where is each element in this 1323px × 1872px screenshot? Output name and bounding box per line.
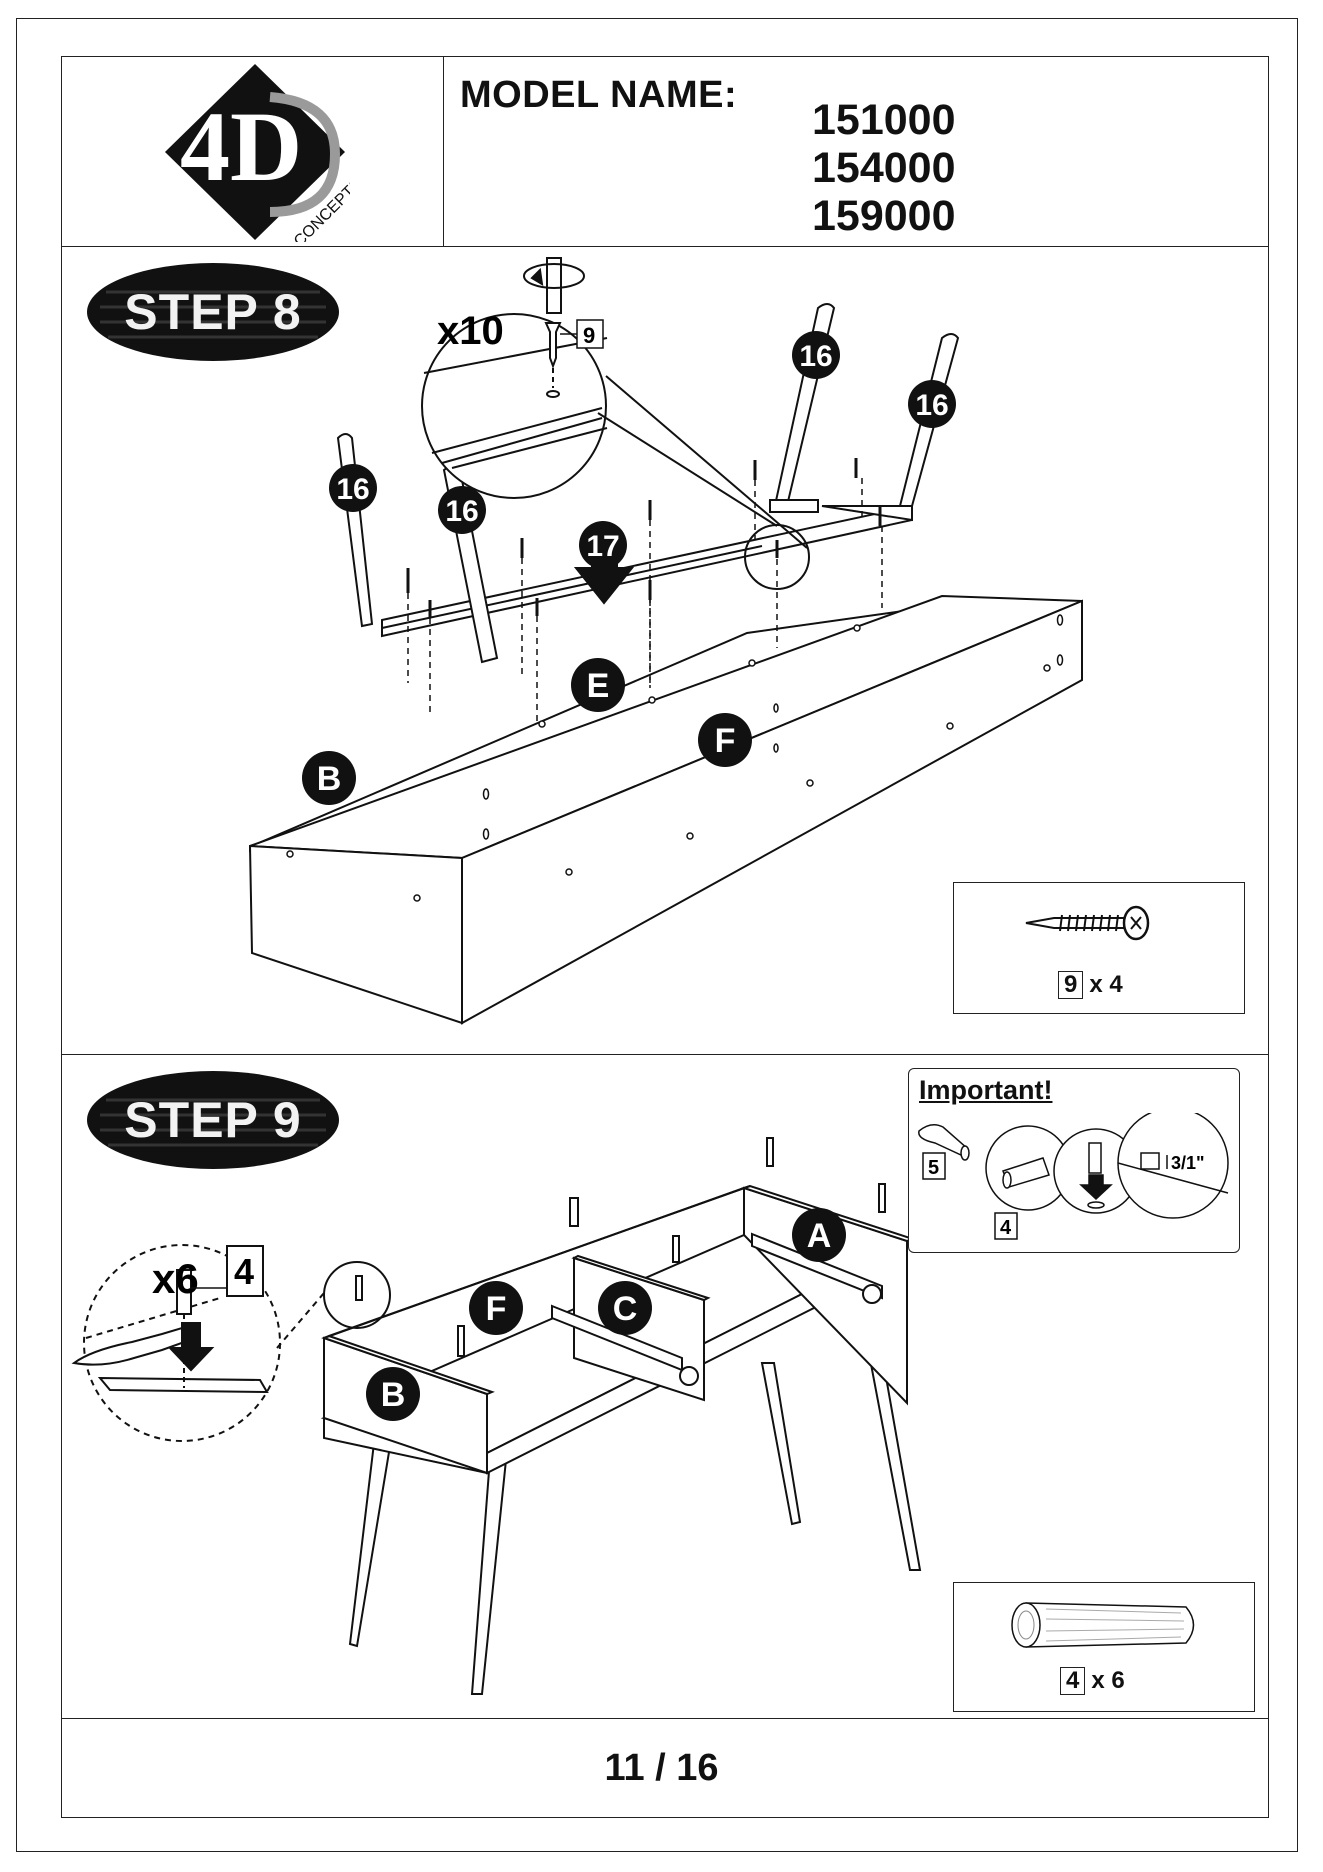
panel-label-b: B	[317, 760, 342, 798]
header-column-divider	[443, 56, 444, 246]
logo-4-glyph: 4D	[180, 91, 302, 202]
frame-label: 17	[586, 530, 619, 563]
dowel-icon	[1006, 1595, 1206, 1655]
screw-part-number: 9	[583, 323, 595, 348]
important-title: Important!	[919, 1075, 1052, 1106]
important-dowel-part: 4	[1000, 1217, 1012, 1239]
brand-logo: 4D CONCEPTS	[160, 62, 350, 242]
hardware-part-number: 4	[1060, 1667, 1085, 1695]
leg-label: 16	[336, 473, 369, 506]
screw-icon	[1024, 901, 1154, 945]
leg-label: 16	[799, 340, 832, 373]
important-note-box: Important! 5 4 3/1"	[908, 1068, 1240, 1253]
panel-label-b: B	[381, 1376, 406, 1414]
panel-label-e: E	[587, 667, 610, 705]
leg-label: 16	[445, 495, 478, 528]
model-numbers: 151000 154000 159000	[812, 96, 956, 240]
panel-label-a: A	[807, 1217, 832, 1255]
hardware-quantity: x 6	[1091, 1667, 1124, 1694]
step-9-quantity: x6	[152, 1255, 199, 1302]
dowel-part-number: 4	[234, 1251, 254, 1292]
glue-part-number: 5	[928, 1157, 939, 1179]
leg-label: 16	[915, 389, 948, 422]
panel-label-f: F	[715, 722, 736, 760]
model-number: 154000	[812, 144, 956, 192]
model-number: 151000	[812, 96, 956, 144]
hardware-part-number: 9	[1058, 971, 1083, 999]
step-divider	[61, 1054, 1269, 1055]
page-number: 11 / 16	[0, 1747, 1323, 1790]
header-divider	[61, 246, 1269, 247]
dowel-depth-measure: 3/1"	[1171, 1153, 1205, 1173]
panel-label-f: F	[486, 1290, 507, 1328]
footer-divider	[61, 1718, 1269, 1719]
step-8-quantity: x10	[437, 309, 504, 353]
hardware-quantity: x 4	[1089, 971, 1122, 998]
glue-dowel-diagram: 5 4 3/1"	[913, 1113, 1235, 1247]
model-number: 159000	[812, 192, 956, 240]
panel-label-c: C	[613, 1290, 638, 1328]
model-name-label: MODEL NAME:	[460, 74, 737, 117]
